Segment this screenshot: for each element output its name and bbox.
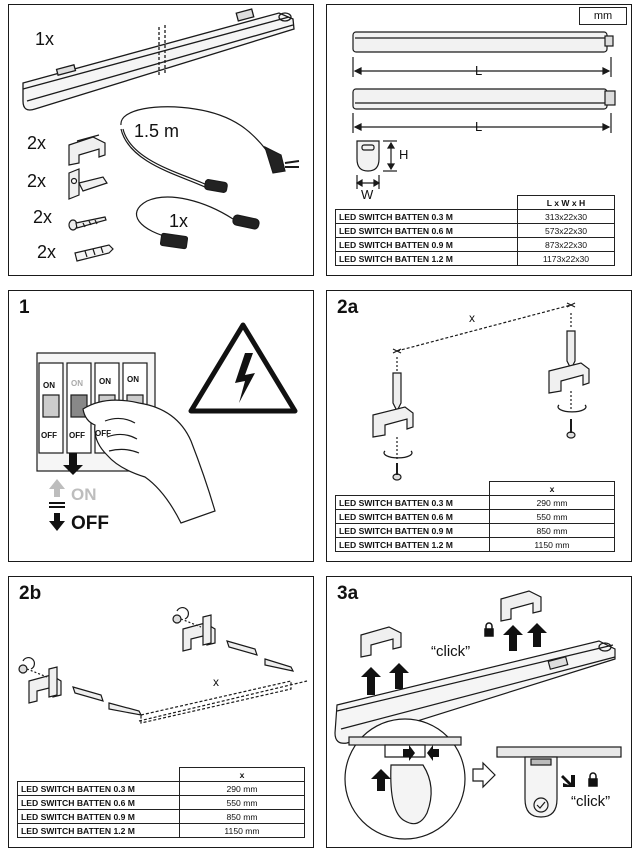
length-label-2: L xyxy=(475,119,483,134)
switch-on-label: ON xyxy=(99,377,111,386)
switch-off-label: OFF xyxy=(69,431,85,440)
lock-icon xyxy=(588,772,598,787)
plugs-quantity: 2x xyxy=(37,242,57,262)
dimensions-table-header: L x W x H xyxy=(517,195,615,210)
link-cable-illustration xyxy=(135,196,260,250)
switch-down-arrow xyxy=(63,453,83,475)
on-arrow-icon xyxy=(49,479,65,497)
batten-illustration xyxy=(22,8,295,111)
length-label-1: L xyxy=(475,63,483,78)
parts-panel: 1x 2x 2x 2x 2x 1.5 m 1x xyxy=(8,4,314,276)
switch-on-label: ON xyxy=(127,375,139,384)
bracket-illustration xyxy=(68,168,108,200)
step-number: 3a xyxy=(337,583,359,604)
step-number: 1 xyxy=(19,297,30,318)
spacing-table-header: x xyxy=(489,481,615,496)
click-label-top: “click” xyxy=(431,643,471,660)
screws-quantity: 2x xyxy=(33,207,53,227)
dimension-drawing xyxy=(352,31,616,189)
clip-mount-illustration xyxy=(334,590,622,840)
distance-label: x xyxy=(213,675,219,689)
height-label: H xyxy=(399,147,409,162)
electric-warning-icon xyxy=(188,322,298,414)
width-label: W xyxy=(361,187,374,202)
switch-on-label: ON xyxy=(43,381,55,390)
brackets-quantity: 2x xyxy=(27,171,47,191)
on-text: ON xyxy=(71,485,97,504)
unit-label: mm xyxy=(579,7,627,25)
wall-plug-illustration xyxy=(74,244,114,262)
off-arrow-icon xyxy=(49,513,65,531)
batten-quantity: 1x xyxy=(35,29,55,49)
click-label-bottom: “click” xyxy=(571,793,611,810)
dimensions-panel: mm xyxy=(326,4,632,276)
spacing-table-header: x xyxy=(179,767,305,782)
switch-on-label: ON xyxy=(71,379,83,388)
power-cable-illustration xyxy=(120,106,300,193)
step2b-panel: 2b x x LED SWITCH BATTEN xyxy=(8,576,314,848)
clips-quantity: 2x xyxy=(27,133,47,153)
step3a-panel: 3a xyxy=(326,576,632,848)
wall-mount-illustration xyxy=(18,607,308,724)
distance-label: x xyxy=(469,311,475,325)
fuse-box-illustration xyxy=(36,322,298,531)
ceiling-mount-illustration xyxy=(372,302,590,481)
power-cable-length: 1.5 m xyxy=(134,121,180,141)
switch-off-label: OFF xyxy=(41,431,57,440)
step2a-panel: 2a x x LED SWITCH xyxy=(326,290,632,562)
step-number: 2a xyxy=(337,297,359,318)
parts-illustration xyxy=(22,8,300,262)
step-number: 2b xyxy=(19,583,42,604)
lock-icon xyxy=(484,622,494,637)
switch-off-label: OFF xyxy=(95,429,111,438)
screw-illustration xyxy=(68,216,107,231)
up-arrow-icons xyxy=(361,623,547,791)
off-text: OFF xyxy=(71,513,109,534)
clip-illustration xyxy=(68,134,106,166)
link-cable-quantity: 1x xyxy=(169,211,189,231)
step1-panel: 1 ON ON O xyxy=(8,290,314,562)
